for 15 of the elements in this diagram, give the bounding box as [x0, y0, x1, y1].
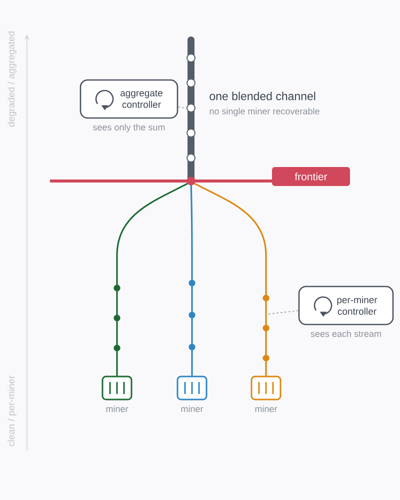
node-label: miner — [106, 405, 128, 412]
miner-box — [250, 376, 282, 400]
node-label: one blended channel — [210, 92, 316, 100]
node-label: no single miner recoverable — [210, 108, 320, 116]
leader-line — [268, 310, 299, 314]
miner-box — [102, 376, 132, 400]
controller-box: per-miner controller — [298, 286, 394, 326]
node-label: miner — [181, 405, 204, 412]
leader-line — [178, 106, 188, 109]
controller-box: aggregate controller — [80, 79, 178, 119]
frontier-tag: frontier — [272, 167, 350, 186]
node-label: sees each stream — [310, 330, 381, 337]
miner-box — [176, 376, 208, 400]
node-label: sees only the sum — [92, 124, 165, 132]
node-label: miner — [255, 405, 278, 412]
